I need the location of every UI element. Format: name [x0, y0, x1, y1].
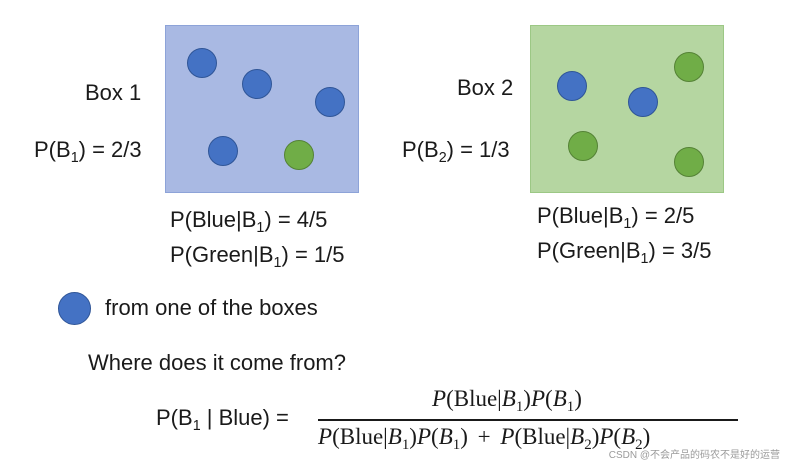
box1-lk1-suffix: ) = 4/5 [264, 207, 328, 232]
num-b2-sub: 1 [566, 399, 575, 416]
box1-lk2-suffix: ) = 1/5 [281, 242, 345, 267]
den-close4: ) [642, 424, 651, 449]
den-b3: B [570, 424, 585, 449]
box1-lk1-sub: 1 [256, 220, 265, 236]
box2-lk1-suffix: ) = 2/5 [631, 203, 695, 228]
box1-lk2-prefix: P(Green|B [170, 242, 274, 267]
box1-prior-prefix: P(B [34, 137, 71, 162]
formula-denominator: P(Blue|B1)P(B1) + P(Blue|B2)P(B2) [318, 424, 651, 454]
box1-ball-blue [315, 87, 345, 117]
den-close3: ) [591, 424, 600, 449]
box1-container [165, 25, 359, 193]
den-open2: ( [431, 424, 439, 449]
box2-lk2-sub: 1 [640, 251, 649, 267]
box1-lk1-prefix: P(Blue|B [170, 207, 257, 232]
box2-title: Box 2 [457, 75, 514, 100]
box2-ball-blue [557, 71, 587, 101]
num-b1-sub: 1 [515, 399, 524, 416]
den-blue-open1: (Blue| [332, 424, 388, 449]
den-b1: B [387, 424, 402, 449]
box1-prior-suffix: ) = 2/3 [78, 137, 142, 162]
formula-lhs-sub: 1 [192, 418, 201, 434]
num-p2: P [530, 386, 546, 411]
num-open2: ( [545, 386, 553, 411]
den-b2: B [438, 424, 453, 449]
box1-lk2-sub: 1 [273, 255, 282, 271]
box1-likelihood-green: P(Green|B1) = 1/5 [170, 242, 345, 271]
box2-likelihood-green: P(Green|B1) = 3/5 [537, 238, 712, 267]
den-close2: ) [460, 424, 468, 449]
sample-ball-blue [58, 292, 91, 325]
watermark: CSDN @不会产品的码农不是好的运营 [608, 450, 780, 461]
box2-ball-green [568, 131, 598, 161]
num-b1: B [501, 386, 516, 411]
question-text: Where does it come from? [88, 350, 346, 375]
fraction-line [318, 419, 738, 421]
den-open4: ( [613, 424, 622, 449]
box2-ball-blue [628, 87, 658, 117]
formula-lhs-prefix: P(B [156, 405, 193, 430]
box2-lk1-prefix: P(Blue|B [537, 203, 624, 228]
box1-ball-green [284, 140, 314, 170]
den-b1-sub: 1 [401, 437, 410, 454]
box2-prior-suffix: ) = 1/3 [446, 137, 510, 162]
box1-likelihood-blue: P(Blue|B1) = 4/5 [170, 207, 328, 236]
den-b3-sub: 2 [584, 437, 592, 454]
den-p4: P [599, 424, 614, 449]
box2-ball-green [674, 52, 704, 82]
den-p3: P [500, 424, 515, 449]
box2-prior-sub: 2 [438, 150, 447, 166]
formula-lhs-suffix: | Blue) = [200, 405, 289, 430]
den-p2: P [416, 424, 432, 449]
den-blue-open2: (Blue| [514, 424, 571, 449]
den-close1: ) [409, 424, 417, 449]
den-b4: B [621, 424, 636, 449]
box1-title: Box 1 [85, 80, 142, 105]
box1-prior-sub: 1 [70, 150, 79, 166]
box2-lk1-sub: 1 [623, 216, 632, 232]
legend-text: from one of the boxes [105, 295, 318, 320]
box2-prior-prefix: P(B [402, 137, 439, 162]
box1-ball-blue [187, 48, 217, 78]
num-close1: ) [523, 386, 531, 411]
formula-numerator: P(Blue|B1)P(B1) [432, 386, 582, 416]
box1-ball-blue [242, 69, 272, 99]
box2-prior: P(B2) = 1/3 [402, 137, 510, 166]
num-blue-open: (Blue| [446, 386, 502, 411]
box1-prior: P(B1) = 2/3 [34, 137, 142, 166]
box2-lk2-prefix: P(Green|B [537, 238, 641, 263]
den-p1: P [318, 424, 333, 449]
box2-likelihood-blue: P(Blue|B1) = 2/5 [537, 203, 695, 232]
box1-ball-blue [208, 136, 238, 166]
formula-lhs: P(B1 | Blue) = [156, 405, 289, 434]
box2-lk2-suffix: ) = 3/5 [648, 238, 712, 263]
num-b2: B [552, 386, 567, 411]
num-close2: ) [574, 386, 582, 411]
den-plus: + [477, 424, 491, 449]
box2-container [530, 25, 724, 193]
den-b4-sub: 2 [635, 437, 643, 454]
den-b2-sub: 1 [452, 437, 461, 454]
num-p1: P [432, 386, 447, 411]
box2-ball-green [674, 147, 704, 177]
